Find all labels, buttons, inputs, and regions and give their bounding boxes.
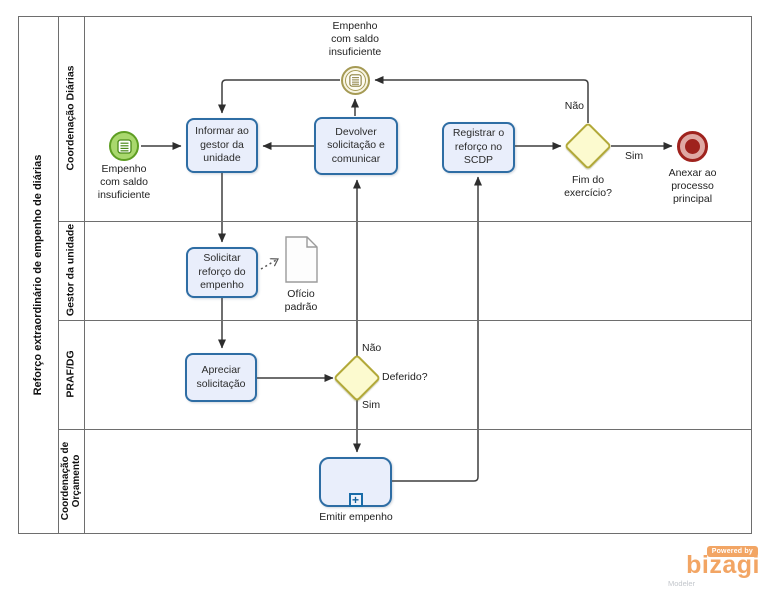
intermediate-event-empenho-saldo-insuficiente[interactable] xyxy=(341,66,370,95)
modeler-label: Modeler xyxy=(668,579,696,588)
intermediate-event-inner-ring xyxy=(345,70,366,91)
lane-label-coordenacao-diarias[interactable]: Coordenação Diárias xyxy=(64,65,77,171)
end-event-anexar-processo[interactable] xyxy=(677,131,708,162)
intermediate-event-label: Empenho com saldo insuficiente xyxy=(328,20,382,59)
gateway-fim-label: Fim do exercício? xyxy=(564,174,612,200)
lane-label-praf-dg[interactable]: PRAF/DG xyxy=(64,350,77,398)
task-informar-gestor[interactable]: Informar ao gestor da unidade xyxy=(186,118,258,173)
pool-title-separator xyxy=(58,16,59,534)
terminate-icon xyxy=(685,139,700,154)
association-solicitar-to-oficio[interactable] xyxy=(260,259,278,270)
task-apreciar-solicitacao[interactable]: Apreciar solicitação xyxy=(185,353,257,402)
end-event-label: Anexar ao processo principal xyxy=(668,167,717,206)
flow-label-sim-fim: Sim xyxy=(625,150,644,162)
bizagi-logo: bizagi xyxy=(686,551,760,579)
lane-divider-2 xyxy=(58,320,752,321)
data-object-oficio-padrao[interactable] xyxy=(285,236,318,288)
lane-divider-3 xyxy=(58,429,752,430)
task-devolver-solicitacao[interactable]: Devolver solicitação e comunicar xyxy=(314,117,398,175)
pool-border xyxy=(18,16,752,534)
lane-label-separator xyxy=(84,16,85,534)
flow-label-sim-deferido: Sim xyxy=(362,399,381,411)
data-object-label: Ofício padrão xyxy=(284,288,318,314)
task-registrar-reforco-scdp[interactable]: Registrar o reforço no SCDP xyxy=(442,122,515,173)
task-solicitar-reforco[interactable]: Solicitar reforço do empenho xyxy=(186,247,258,298)
flow-label-nao-deferido: Não xyxy=(362,342,382,354)
flow-event-to-informar[interactable] xyxy=(218,79,340,114)
flow-label-nao-fim: Não xyxy=(564,100,584,112)
pool-title[interactable]: Reforço extraordinário de empenho de diá… xyxy=(31,154,44,396)
bizagi-watermark: Powered by bizagi Modeler xyxy=(660,546,760,594)
document-icon xyxy=(285,236,318,283)
lane-divider-1 xyxy=(58,221,752,222)
lane-label-gestor-da-unidade[interactable]: Gestor da unidade xyxy=(64,223,77,317)
powered-by-badge: Powered by xyxy=(706,546,758,557)
gateway-deferido-label: Deferido? xyxy=(382,371,428,383)
start-event-label: Empenho com saldo insuficiente xyxy=(97,163,151,202)
start-event-empenho-saldo-insuficiente[interactable] xyxy=(109,131,139,161)
subprocess-emitir-label: Emitir empenho xyxy=(319,511,393,523)
lane-label-coordenacao-orcamento[interactable]: Coordenação de Orçamento xyxy=(59,441,83,521)
conditional-list-icon xyxy=(349,74,362,87)
subprocess-emitir-empenho[interactable]: + xyxy=(319,457,392,507)
conditional-list-icon xyxy=(116,138,132,154)
flow-emitir-to-registrar[interactable] xyxy=(392,176,482,482)
plus-icon[interactable]: + xyxy=(348,493,363,507)
flow-fim-nao-to-event[interactable] xyxy=(374,76,589,123)
